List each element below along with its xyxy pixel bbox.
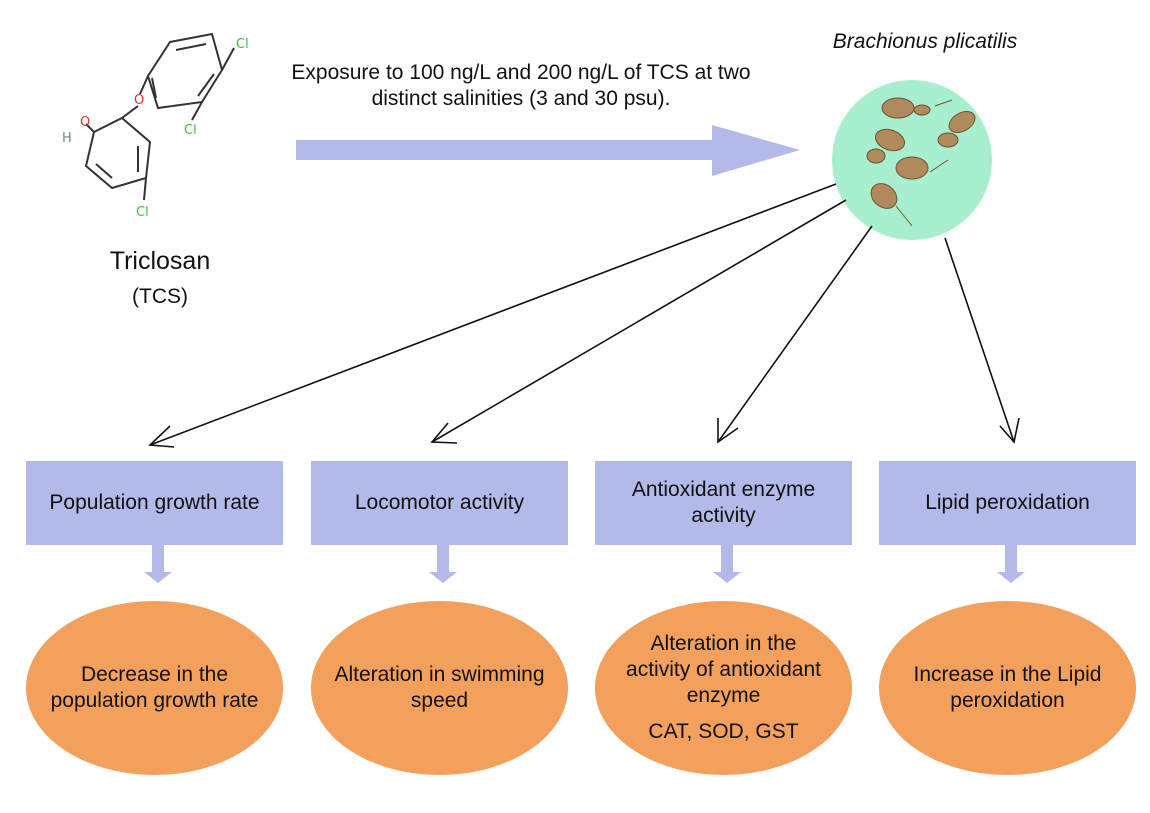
exposure-text: Exposure to 100 ng/L and 200 ng/L of TCS… [291, 61, 751, 110]
cl-mid-label: Cl [184, 123, 197, 138]
outcome-oval-lipid: Increase in the Lipid peroxidation [879, 601, 1136, 775]
outcome-text: Alteration in the activity of antioxidan… [626, 632, 821, 707]
arrow-to-antioxidant [717, 225, 873, 443]
cl-top-label: Cl [236, 37, 249, 52]
arrow-to-locomotor [431, 199, 847, 443]
down-arrow-1 [144, 545, 172, 583]
outcome-oval-antioxidant: Alteration in the activity of antioxidan… [595, 601, 852, 775]
down-arrow-2 [429, 545, 457, 583]
compound-abbreviation: (TCS) [132, 285, 188, 308]
endpoint-box-locomotor: Locomotor activity [311, 461, 568, 545]
arrow-to-population [149, 183, 837, 446]
down-arrow-4 [997, 545, 1025, 583]
oxygen-bridge-label: O [134, 93, 144, 108]
cl-bottom-label: Cl [136, 205, 149, 220]
hydroxyl-hydrogen-label: H [62, 131, 72, 146]
triclosan-structure: Cl Cl Cl O O H [62, 32, 249, 220]
hydroxyl-oxygen-label: O [80, 115, 90, 130]
exposure-arrow [296, 125, 800, 176]
outcome-text: Increase in the Lipid peroxidation [913, 663, 1102, 712]
organism-circle [832, 80, 992, 240]
organism-name: Brachionus plicatilis [832, 30, 1018, 53]
enzyme-list: CAT, SOD, GST [648, 720, 799, 743]
endpoint-box-lipid: Lipid peroxidation [879, 461, 1136, 545]
outcome-text: Decrease in the population growth rate [50, 663, 259, 712]
outcome-oval-population: Decrease in the population growth rate [26, 601, 283, 775]
arrow-to-lipid [944, 237, 1015, 443]
endpoint-box-population: Population growth rate [26, 461, 283, 545]
compound-name: Triclosan [109, 247, 211, 275]
endpoint-box-antioxidant: Antioxidant enzyme activity [595, 461, 852, 545]
down-arrow-3 [713, 545, 741, 583]
outcome-text: Alteration in swimming speed [334, 663, 545, 712]
rotifer-icon [866, 97, 976, 227]
outcome-oval-locomotor: Alteration in swimming speed [311, 601, 568, 775]
